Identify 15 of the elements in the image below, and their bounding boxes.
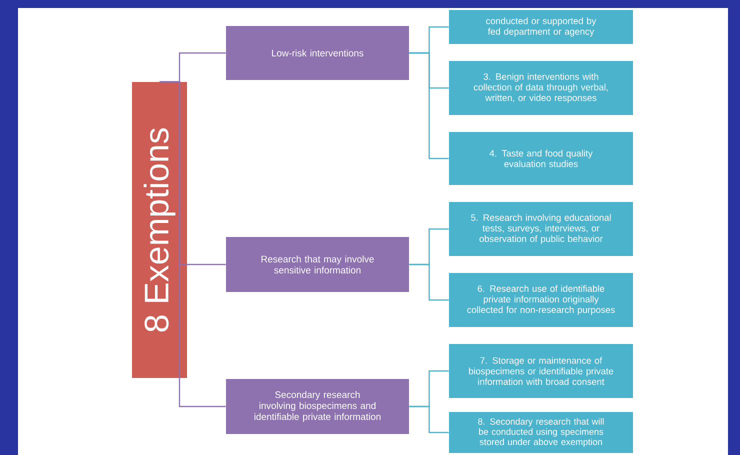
exemption-box: 3. Benign interventions with collection of data through verbal, written, or video responses xyxy=(449,61,633,115)
connector-line xyxy=(409,52,449,160)
exemption-box: conducted or supported by fed department or agency xyxy=(449,10,633,44)
exemption-box: 4. Taste and food quality evaluation studies xyxy=(449,132,633,185)
exemption-box: 7. Storage or maintenance of biospecimens or identifiable private information with broad consent xyxy=(449,344,633,398)
connector-line xyxy=(409,406,449,434)
exemption-box: 8. Secondary research that will be conducted using specimens stored under above exemption xyxy=(449,412,633,453)
connector-line xyxy=(409,264,449,301)
category-box: Secondary research involving biospecimens and identifiable private information xyxy=(226,378,409,434)
title-box: 8 Exemptions xyxy=(132,82,187,378)
category-box: Low-risk interventions xyxy=(226,26,409,80)
category-box: Research that may involve sensitive information xyxy=(226,237,409,292)
connector-line xyxy=(160,81,226,408)
exemption-box: 5. Research involving educational tests, surveys, interviews, or observation of public behavior xyxy=(449,202,633,256)
exemption-box: 6. Research use of identifiable private information originally collected for non-research purposes xyxy=(449,272,633,327)
